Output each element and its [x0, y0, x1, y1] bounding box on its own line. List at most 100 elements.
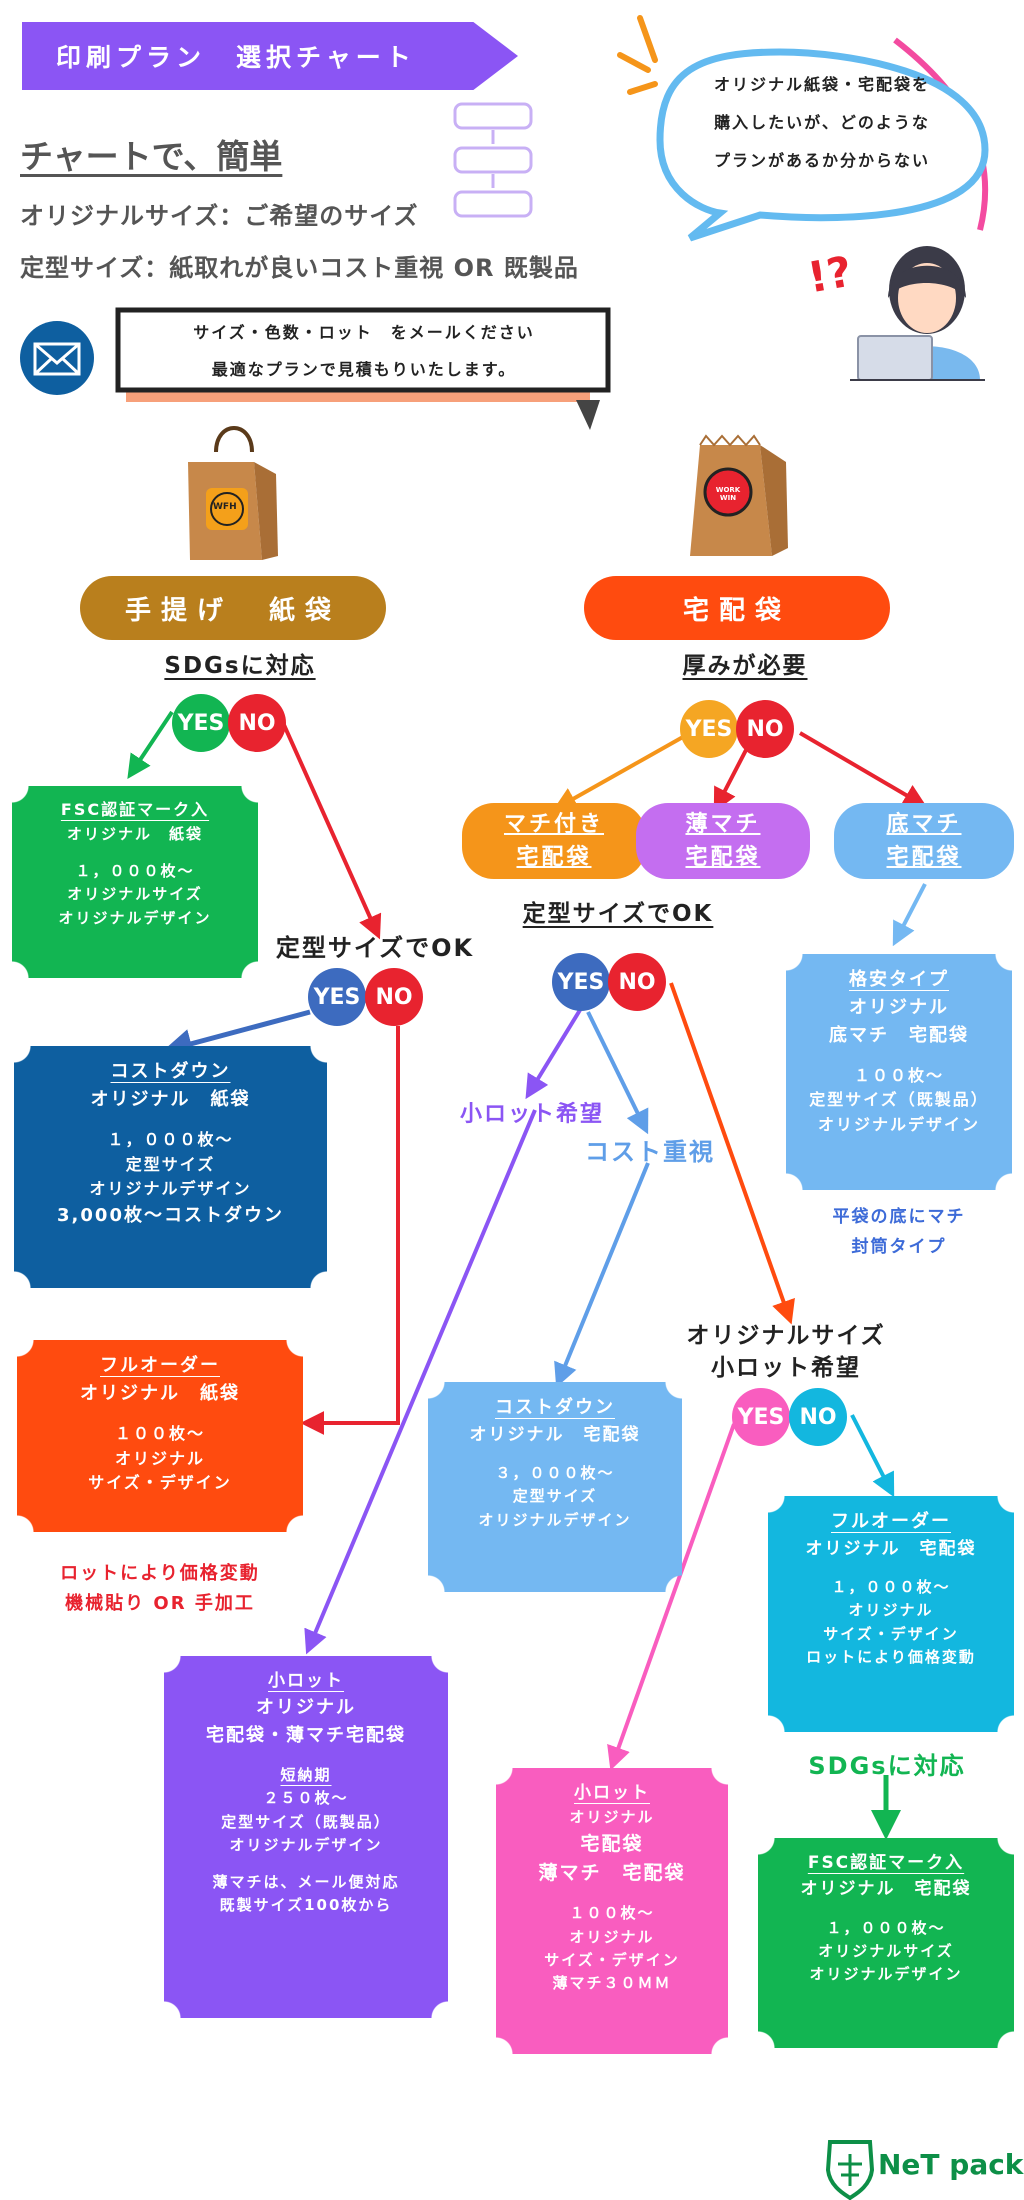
subtitle: チャートで、簡単 [20, 137, 283, 176]
option-gusset-delivery: マチ付き 宅配袋 [462, 803, 646, 879]
box-right-fsc-l2: １，０００枚～ [826, 1918, 946, 1937]
box-right-fullorder-l5: ロットにより価格変動 [806, 1647, 976, 1666]
speech-text-3: プランがあるか分からない [713, 151, 930, 170]
arrow-right-no-blue [798, 731, 928, 808]
size-note-standard: 定型サイズ：紙取れが良いコスト重視 OR 既製品 [20, 254, 579, 282]
q-left-standard: 定型サイズでOK [275, 934, 475, 962]
box-left-fullorder: フルオーダー オリジナル 紙袋 １００枚～ オリジナル サイズ・デザイン [17, 1340, 303, 1532]
box-smalllot-purple-l8: 既製サイズ100枚から [219, 1896, 393, 1915]
brand-logo[interactable]: NeT pack [878, 2148, 1024, 2181]
box-left-fullorder-title: フルオーダー [100, 1355, 220, 1376]
exclaim-question-mark: !? [804, 246, 856, 303]
box-right-cheap-l3: １００枚～ [853, 1065, 944, 1085]
box-smalllot-purple-l3: 短納期 [280, 1766, 332, 1785]
mail-icon [20, 321, 94, 395]
yes-right-2: YES [552, 953, 610, 1011]
box-right-cheap-l1: オリジナル [849, 996, 949, 1018]
note-left-fullorder-1: ロットにより価格変動 [60, 1563, 260, 1584]
box-smalllot-purple-l5: 定型サイズ（既製品） [221, 1812, 391, 1831]
q-right-thickness: 厚みが必要 [682, 653, 808, 679]
no-left-2: NO [365, 968, 423, 1026]
box-right-smalllot-purple: 小ロット オリジナル 宅配袋・薄マチ宅配袋 短納期 ２５０枚～ 定型サイズ（既製… [164, 1656, 448, 2018]
box-left-costdown: コストダウン オリジナル 紙袋 １，０００枚～ 定型サイズ オリジナルデザイン … [14, 1046, 327, 1288]
box-right-costdown-title: コストダウン [495, 1397, 615, 1418]
box-right-fsc-l1: オリジナル 宅配袋 [800, 1879, 972, 1900]
box-left-fullorder-l4: サイズ・デザイン [88, 1473, 232, 1493]
category-paper-bag: 手提げ 紙袋 [80, 576, 386, 640]
box-left-costdown-title: コストダウン [110, 1061, 231, 1082]
flow-icon [453, 102, 533, 218]
branch-small-lot: 小ロット希望 [459, 1102, 604, 1127]
box-right-costdown-l2: ３，０００枚～ [495, 1464, 615, 1483]
box-left-costdown-l5: 3,000枚～コストダウン [57, 1205, 284, 1227]
box-left-fsc-l1: オリジナル 紙袋 [66, 824, 203, 843]
box-left-fsc-l4: オリジナルデザイン [58, 908, 212, 927]
box-right-cheap-title: 格安タイプ [849, 969, 949, 990]
speech-text-2: 購入したいが、どのような [714, 113, 930, 132]
box-smalllot-pink-l4: １００枚～ [569, 1904, 655, 1923]
note-right-cheap-1: 平袋の底にマチ [832, 1207, 966, 1227]
box-right-fullorder: フルオーダー オリジナル 宅配袋 １，０００枚～ オリジナル サイズ・デザイン … [768, 1496, 1014, 1732]
yes-left-1: YES [172, 694, 230, 752]
box-smalllot-purple-l7: 薄マチは、メール便対応 [212, 1873, 400, 1892]
arrow-to-q3 [669, 982, 795, 1325]
arrow-to-smalllot-label [525, 1008, 582, 1100]
box-smalllot-pink-l5: オリジナル [569, 1927, 655, 1946]
box-right-cheap-l5: オリジナルデザイン [817, 1115, 980, 1135]
option-bottom-l1: 底マチ [886, 812, 962, 837]
no-right-2: NO [608, 953, 666, 1011]
mail-callout [115, 307, 611, 430]
chart-title-banner: 印刷プラン 選択チャート [22, 22, 518, 90]
box-right-fsc-l3: オリジナルサイズ [818, 1941, 954, 1960]
no-right-1: NO [736, 700, 794, 758]
q-right-standard: 定型サイズでOK [522, 901, 714, 927]
box-right-costdown-l4: オリジナルデザイン [478, 1510, 632, 1529]
arrow-right-no-red [713, 749, 748, 813]
arrow-to-costdown-right [554, 1162, 650, 1388]
paper-bag-left [188, 426, 278, 560]
box-right-fsc-title: FSC認証マーク入 [807, 1853, 965, 1873]
box-smalllot-purple-title: 小ロット [268, 1671, 344, 1691]
bag-label-right: WORK WIN [715, 486, 741, 502]
person-illustration [850, 246, 985, 381]
box-smalllot-pink-l3: 薄マチ 宅配袋 [538, 1862, 686, 1885]
option-thin-l2: 宅配袋 [685, 845, 761, 870]
yes-left-2: YES [308, 968, 366, 1026]
box-left-costdown-l4: オリジナルデザイン [89, 1179, 252, 1199]
box-left-costdown-l3: 定型サイズ [125, 1154, 216, 1174]
box-left-fullorder-l3: オリジナル [114, 1448, 205, 1468]
box-left-costdown-l2: １，０００枚～ [107, 1129, 234, 1149]
box-smalllot-pink-l6: サイズ・デザイン [544, 1950, 680, 1969]
arrow-left-yes [127, 710, 174, 779]
no-right-3: NO [789, 1388, 847, 1446]
box-right-costdown-l1: オリジナル 宅配袋 [469, 1424, 641, 1445]
q-right-original-l1: オリジナルサイズ [686, 1323, 886, 1349]
arrow-to-cheap [892, 883, 927, 947]
speech-text-1: オリジナル紙袋・宅配袋を [713, 75, 930, 94]
option-thin-delivery: 薄マチ 宅配袋 [636, 803, 810, 879]
arrow-to-smalllot-purple [304, 1109, 537, 1655]
box-left-fsc-l2: １，０００枚～ [75, 862, 195, 881]
mail-callout-line2: 最適なプランで見積もりいたします。 [211, 360, 517, 379]
box-right-fullorder-l2: １，０００枚～ [831, 1578, 951, 1597]
box-right-fullorder-l4: サイズ・デザイン [823, 1624, 959, 1643]
option-bottom-delivery: 底マチ 宅配袋 [834, 803, 1014, 879]
option-gusset-l2: 宅配袋 [516, 845, 592, 870]
q-right-sdgs: SDGsに対応 [808, 1752, 966, 1780]
box-smalllot-pink-l2: 宅配袋 [580, 1832, 644, 1855]
bag-label-left: WFH [213, 502, 237, 512]
arrow-to-cost-label [586, 1011, 649, 1135]
box-smalllot-pink-title: 小ロット [574, 1783, 650, 1803]
box-right-fsc: FSC認証マーク入 オリジナル 宅配袋 １，０００枚～ オリジナルサイズ オリジ… [758, 1838, 1014, 2048]
mail-callout-line1: サイズ・色数・ロット をメールください [193, 323, 535, 342]
branch-cost-priority: コスト重視 [585, 1138, 715, 1166]
yes-right-1: YES [680, 700, 738, 758]
box-smalllot-purple-l2: 宅配袋・薄マチ宅配袋 [206, 1725, 406, 1747]
box-smalllot-purple-l6: オリジナルデザイン [229, 1835, 383, 1854]
box-right-fullorder-l1: オリジナル 宅配袋 [805, 1538, 977, 1559]
box-smalllot-purple-l4: ２５０枚～ [263, 1789, 349, 1808]
arrow-to-fullorder-right [850, 1414, 895, 1498]
arrow-left-no [278, 715, 382, 940]
arrow-right-yes-orange [552, 731, 691, 811]
